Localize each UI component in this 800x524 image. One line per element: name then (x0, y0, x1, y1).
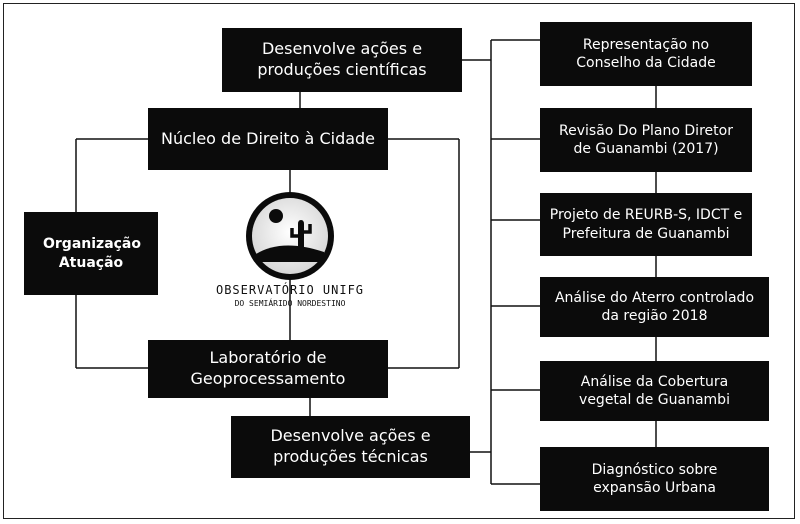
action-box-4: Análise do Aterro controlado da região 2… (540, 277, 769, 337)
logo-subtitle: DO SEMIÁRIDO NORDESTINO (234, 299, 346, 308)
action-label-2: Revisão Do Plano Diretor de Guanambi (20… (559, 122, 733, 157)
lab-box: Laboratório de Geoprocessamento (148, 340, 388, 398)
logo-title: OBSERVATÓRIO UNIFG (215, 283, 365, 297)
observatorio-logo (200, 188, 380, 318)
science-box: Desenvolve ações e produções científicas (222, 28, 462, 92)
action-label-3: Projeto de REURB-S, IDCT e Prefeitura de… (549, 207, 743, 242)
science-label: Desenvolve ações e produções científicas (257, 39, 427, 79)
action-label-1: Representação no Conselho da Cidade (576, 36, 716, 71)
action-label-4: Análise do Aterro controlado da região 2… (554, 289, 755, 324)
action-box-2: Revisão Do Plano Diretor de Guanambi (20… (540, 108, 752, 172)
action-box-1: Representação no Conselho da Cidade (540, 22, 752, 86)
org-box: Organização Atuação (24, 212, 158, 295)
action-box-3: Projeto de REURB-S, IDCT e Prefeitura de… (540, 193, 752, 256)
diagram-frame (3, 3, 795, 519)
technical-label: Desenvolve ações e produções técnicas (270, 426, 431, 466)
org-label: Organização Atuação (43, 236, 141, 271)
action-box-6: Diagnóstico sobre expansão Urbana (540, 447, 769, 511)
action-label-6: Diagnóstico sobre expansão Urbana (591, 461, 718, 496)
nucleus-label: Núcleo de Direito à Cidade (160, 128, 376, 148)
action-box-5: Análise da Cobertura vegetal de Guanambi (540, 361, 769, 421)
technical-box: Desenvolve ações e produções técnicas (231, 416, 470, 478)
lab-label: Laboratório de Geoprocessamento (190, 348, 346, 388)
nucleus-box: Núcleo de Direito à Cidade (148, 108, 388, 170)
action-label-5: Análise da Cobertura vegetal de Guanambi (579, 373, 730, 408)
